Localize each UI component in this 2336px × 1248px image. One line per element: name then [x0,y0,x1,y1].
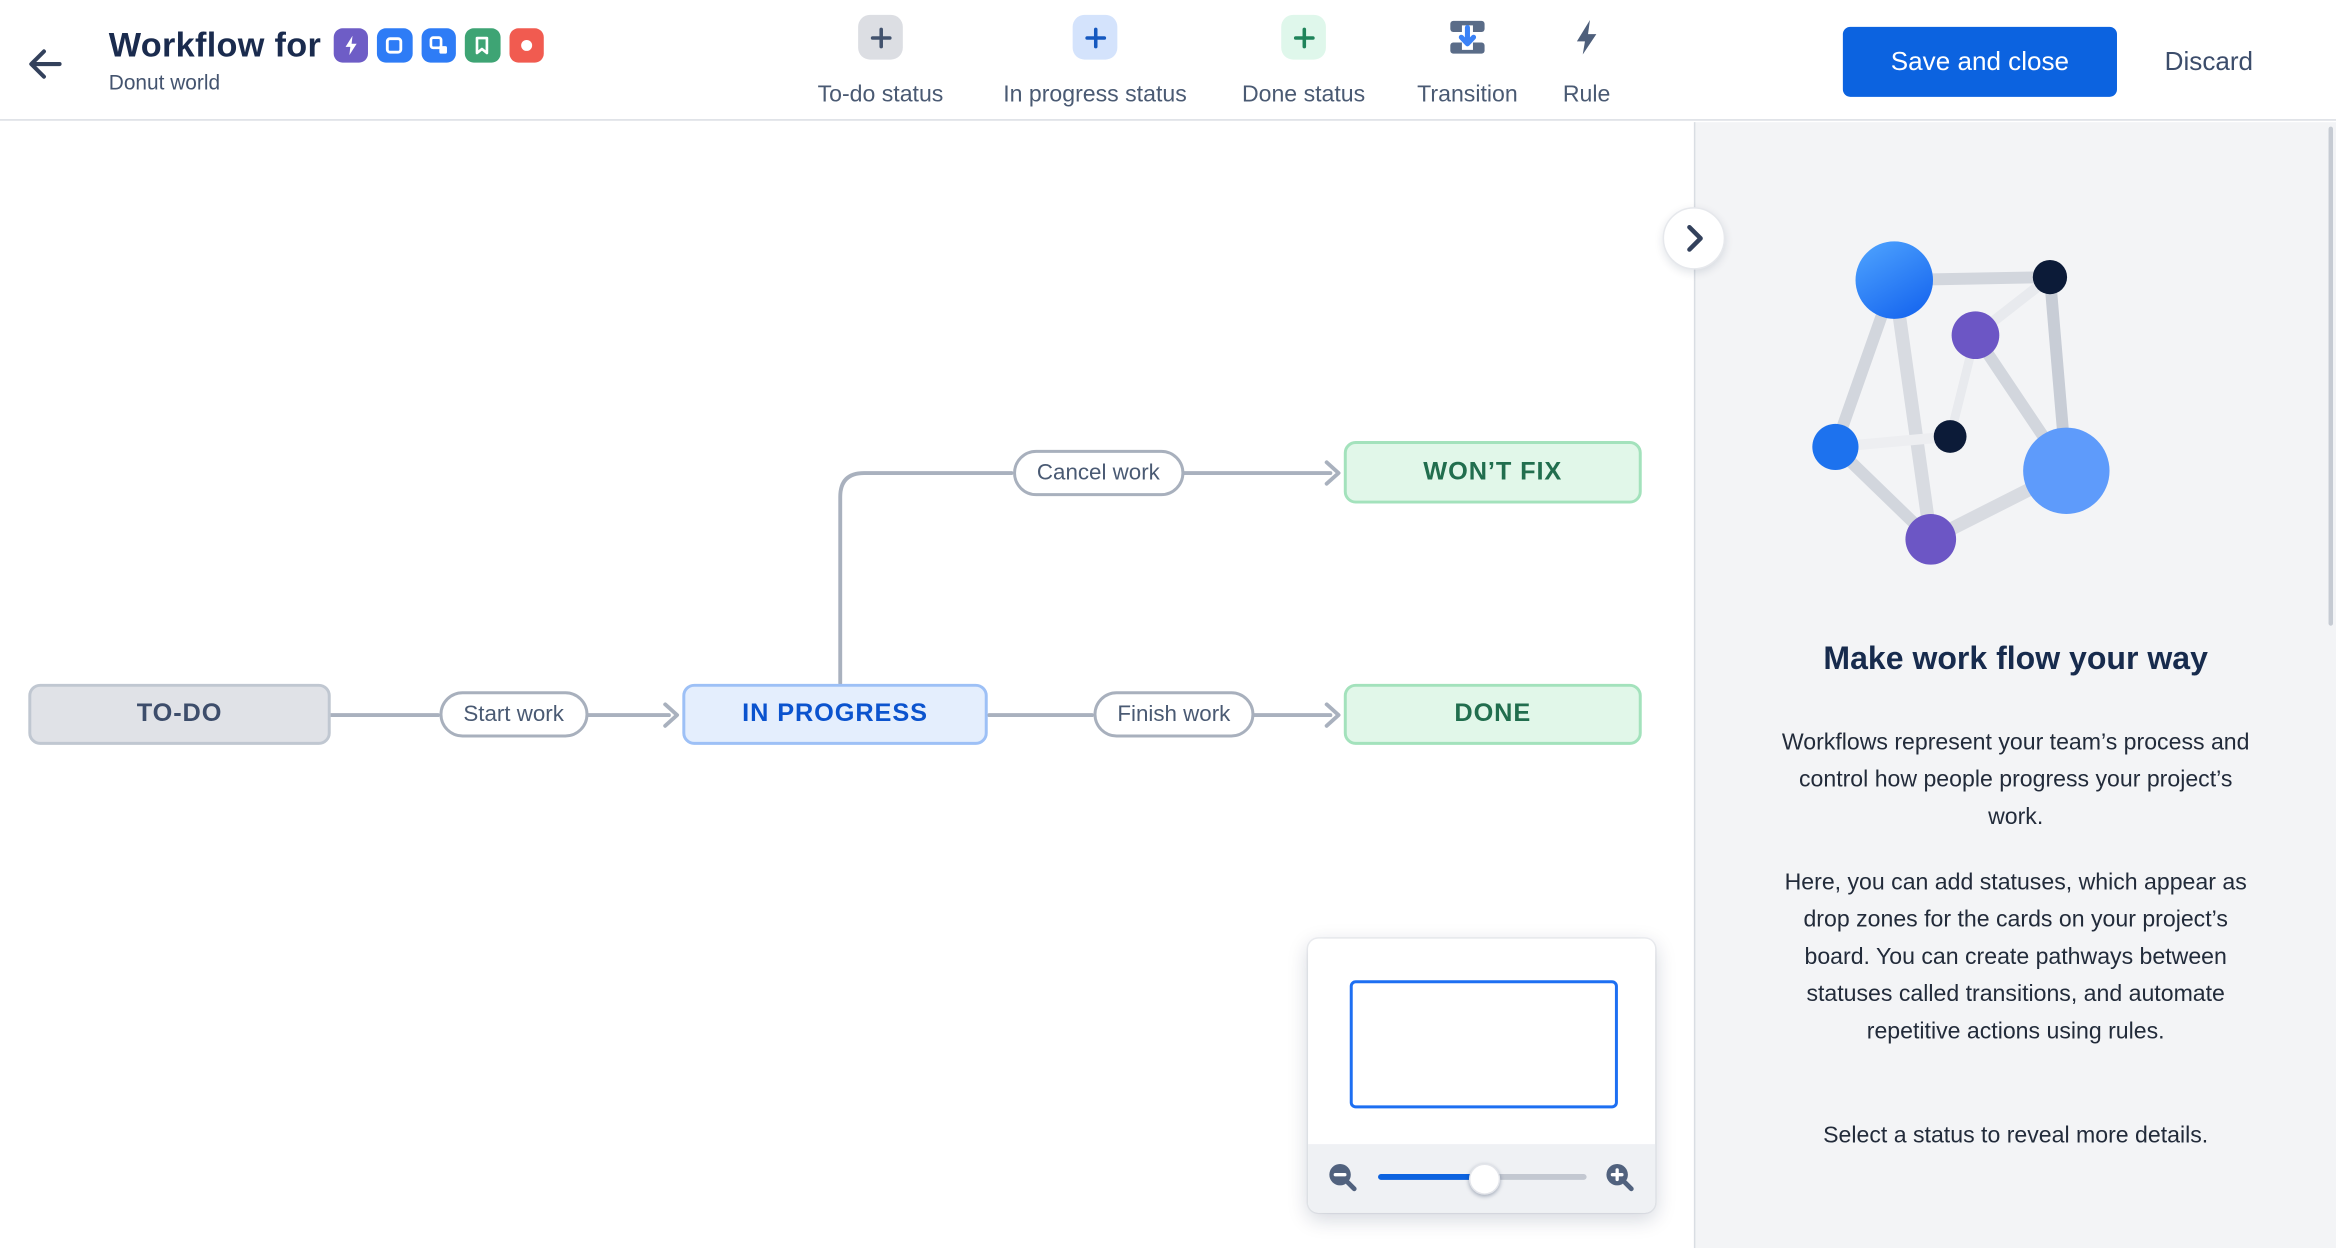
bug-icon [508,27,544,63]
back-button[interactable] [24,43,66,85]
add-inprogress-status-button[interactable]: In progress status [985,14,1205,109]
collapse-panel-button[interactable] [1662,207,1726,270]
discard-button[interactable]: Discard [2150,27,2268,97]
transition-finish-work[interactable]: Finish work [1093,691,1255,738]
zoom-out-icon[interactable] [1326,1161,1362,1197]
arrow-left-icon [29,49,62,79]
title-row: Workflow for [109,25,544,65]
plus-icon [1281,14,1326,60]
epic-icon [333,27,369,63]
toolbar-label: In progress status [1003,81,1187,108]
toolbar-label: Done status [1241,81,1366,108]
add-todo-status-button[interactable]: To-do status [787,14,975,109]
add-rule-button[interactable]: Rule [1549,15,1623,109]
project-name: Donut world [108,70,221,94]
task-icon [376,27,412,63]
status-label: WON’T FIX [1423,456,1563,486]
status-label: DONE [1454,699,1532,728]
transition-label: Cancel work [1036,459,1160,485]
status-node-todo[interactable]: TO-DO [28,683,331,745]
lightning-icon [1564,15,1609,60]
issue-type-icons [333,27,544,63]
add-transition-button[interactable]: Transition [1408,15,1527,109]
minimap-viewport[interactable] [1349,980,1618,1109]
add-done-status-button[interactable]: Done status [1222,14,1386,109]
network-illustration [1812,241,2110,565]
zoom-slider-fill [1378,1173,1483,1181]
story-icon [464,27,500,63]
scrollbar-thumb[interactable] [2327,126,2334,626]
node-large-lightblue [2023,427,2110,514]
chevron-right-icon [1687,224,1703,252]
toolbar-label: To-do status [817,81,944,108]
status-node-wont-fix[interactable]: WON’T FIX [1343,440,1642,503]
minimap-zoom-bar [1308,1144,1656,1213]
panel-paragraph: Workflows represent your team’s process … [1781,729,2250,830]
page-title: Workflow for [108,25,322,65]
toolbar-label: Rule [1562,81,1611,108]
subtask-icon [420,27,456,63]
plus-icon [1072,14,1118,60]
transition-icon [1445,15,1490,60]
transition-label: Start work [463,701,564,728]
transition-label: Finish work [1117,701,1231,728]
status-label: TO-DO [136,699,223,728]
panel-paragraph: Select a status to reveal more details. [1823,1123,2209,1149]
plus-icon [858,14,903,60]
panel-paragraph: Here, you can add statuses, which appear… [1784,870,2247,1045]
status-node-in-progress[interactable]: IN PROGRESS [682,683,988,745]
header: Workflow for [0,0,2336,121]
status-label: IN PROGRESS [742,699,928,728]
save-and-close-button[interactable]: Save and close [1842,26,2117,97]
minimap [1308,938,1656,1213]
transition-cancel-work[interactable]: Cancel work [1013,449,1184,496]
workflow-canvas[interactable]: TO-DO IN PROGRESS DONE WON’T FIX Start w… [0,121,1693,1248]
node-large-blue [1855,241,1934,319]
transition-start-work[interactable]: Start work [439,691,588,738]
zoom-in-icon[interactable] [1603,1161,1639,1197]
status-node-done[interactable]: DONE [1343,683,1642,745]
zoom-slider-thumb[interactable] [1468,1162,1501,1195]
toolbar-label: Transition [1417,81,1518,108]
panel-heading: Make work flow your way [1823,640,2208,677]
